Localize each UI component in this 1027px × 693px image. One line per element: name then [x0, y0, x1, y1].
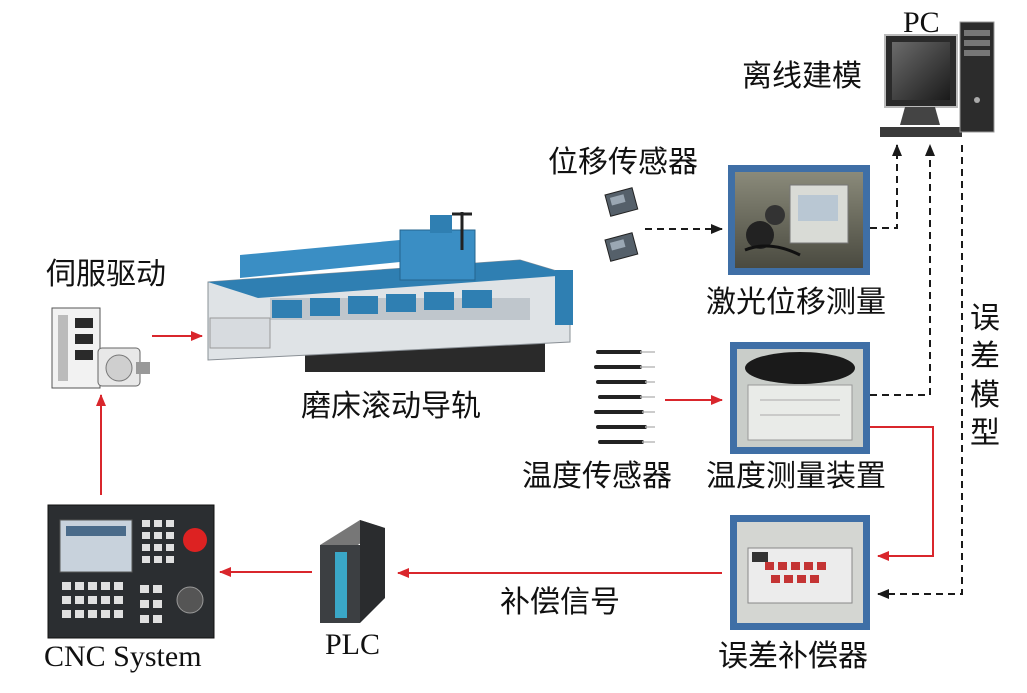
- compensator-photo: [730, 515, 870, 630]
- grinder-machine: [207, 212, 573, 372]
- laser-measure-label: 激光位移测量: [706, 285, 886, 320]
- offline-modeling-label: 离线建模: [742, 59, 862, 94]
- cnc-panel-icon: [47, 504, 215, 639]
- cnc-system-label: CNC System: [44, 640, 202, 673]
- pc-label: PC: [903, 6, 940, 39]
- error-model-label: 误差模型: [970, 301, 1000, 452]
- arrow-pc-error-model: [877, 145, 963, 599]
- plc-icon: [320, 520, 385, 623]
- plc-label: PLC: [325, 628, 381, 661]
- temperature-sensor-icon: [594, 350, 655, 444]
- temperature-sensor-label: 温度传感器: [522, 459, 672, 494]
- temperature-device-label: 温度测量装置: [706, 459, 886, 494]
- arrow-device-to-compensator: [870, 426, 934, 561]
- compensation-signal-label: 补偿信号: [500, 585, 620, 620]
- grinder-guide-label: 磨床滚动导轨: [301, 389, 481, 424]
- compensator-label: 误差补偿器: [718, 639, 868, 674]
- temperature-device-photo: [730, 342, 870, 454]
- displacement-sensor-icon: [604, 187, 639, 262]
- laser-measure-photo: [728, 165, 870, 275]
- pc-icon: [880, 21, 995, 137]
- servo-drive-label: 伺服驱动: [46, 257, 166, 292]
- arrow-tempdevice-to-pc: [870, 144, 935, 396]
- servo-drive-icon: [51, 307, 150, 389]
- displacement-sensor-label: 位移传感器: [548, 145, 698, 180]
- arrow-laser-to-pc: [870, 144, 902, 229]
